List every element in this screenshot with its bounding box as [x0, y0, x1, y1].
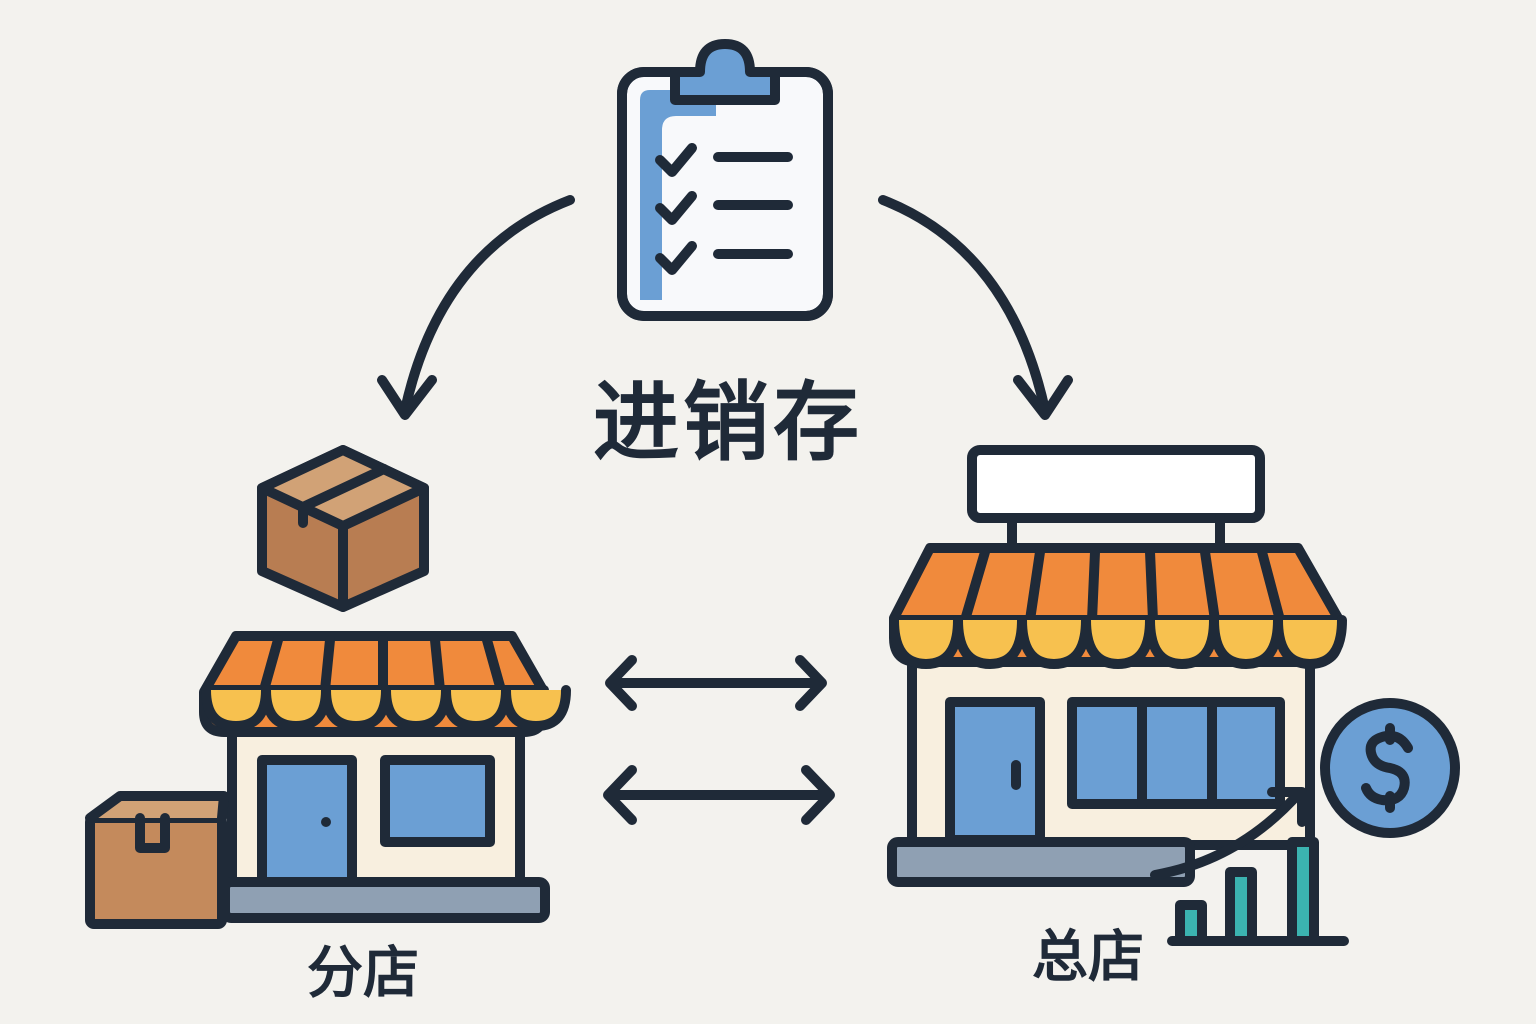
clipboard-checklist-icon [617, 39, 833, 321]
curved-arrow-icon [878, 195, 1073, 420]
branch-store-label: 分店 [307, 941, 419, 1006]
double-arrow-icon [605, 655, 827, 711]
store-icon [887, 445, 1347, 887]
box-icon [85, 791, 229, 929]
dollar-coin-icon [1320, 698, 1460, 838]
box-icon [257, 445, 429, 612]
store-icon [199, 631, 571, 923]
bar-chart-icon [1150, 787, 1349, 946]
curved-arrow-icon [377, 195, 575, 420]
double-arrow-icon [603, 765, 835, 825]
diagram-title: 进销存 [593, 373, 863, 473]
head-store-label: 总店 [1032, 925, 1144, 990]
